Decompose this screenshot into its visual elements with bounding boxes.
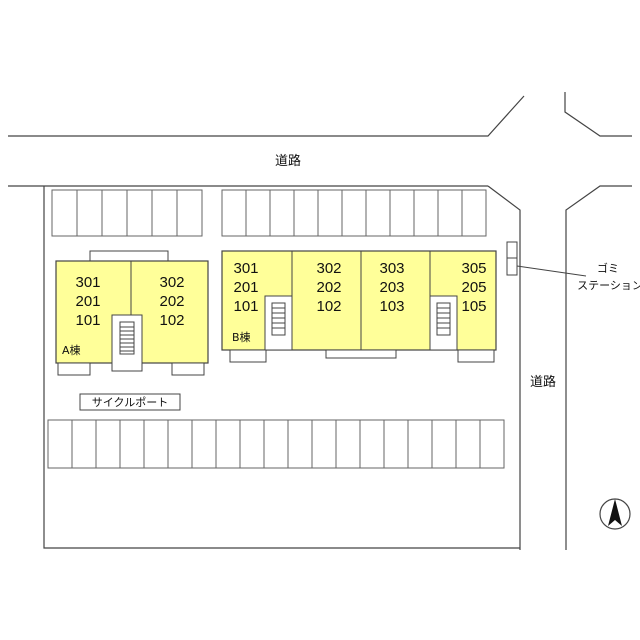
stairs-icon [436, 302, 451, 336]
parking-space [413, 189, 439, 237]
b-unit-201: 201 [233, 279, 258, 296]
parking-space [311, 419, 337, 469]
parking-space [293, 189, 319, 237]
site-boundary [43, 186, 520, 549]
parking-space [221, 189, 247, 237]
cycle-port: サイクルポート [79, 393, 181, 411]
b-unit-305: 305 [461, 260, 486, 277]
parking-space [101, 189, 128, 237]
b-unit-202: 202 [316, 279, 341, 296]
a-unit-202: 202 [159, 293, 184, 310]
building-b-balcony [325, 349, 397, 359]
a-unit-302: 302 [159, 274, 184, 291]
top-road [8, 92, 632, 550]
garbage-station: ゴミ ステーション [506, 241, 640, 292]
parking-space [191, 419, 217, 469]
stairs-icon [119, 321, 135, 355]
parking-space [167, 419, 193, 469]
parking-space [383, 419, 409, 469]
road-label-right: 道路 [530, 374, 556, 390]
b-unit-203: 203 [379, 279, 404, 296]
parking-space [95, 419, 121, 469]
road-label-top: 道路 [275, 153, 301, 169]
parking-space [389, 189, 415, 237]
parking-row-bottom [47, 419, 505, 469]
parking-row-top [51, 189, 487, 237]
parking-space [341, 189, 367, 237]
parking-space [317, 189, 343, 237]
b-unit-301: 301 [233, 260, 258, 277]
b-unit-303: 303 [379, 260, 404, 277]
building-a-balcony [89, 250, 169, 262]
parking-space [263, 419, 289, 469]
building-b-label: B棟 [232, 330, 251, 344]
parking-space [119, 419, 145, 469]
building-a-porch-right [171, 362, 205, 376]
parking-space [359, 419, 385, 469]
stairs-icon [271, 302, 286, 336]
parking-space [479, 419, 505, 469]
parking-space [215, 419, 241, 469]
parking-space [239, 419, 265, 469]
b-unit-105: 105 [461, 298, 486, 315]
parking-space [407, 419, 433, 469]
parking-space [76, 189, 103, 237]
parking-space [431, 419, 457, 469]
parking-space [437, 189, 463, 237]
building-a: 301 201 101 302 202 102 A棟 [55, 250, 209, 376]
parking-space [143, 419, 169, 469]
parking-space [51, 189, 78, 237]
parking-space [287, 419, 313, 469]
parking-space [269, 189, 295, 237]
b-unit-302: 302 [316, 260, 341, 277]
garbage-station-label-line1: ゴミ [597, 261, 619, 275]
a-unit-201: 201 [75, 293, 100, 310]
b-unit-101: 101 [233, 298, 258, 315]
a-unit-102: 102 [159, 312, 184, 329]
parking-space [47, 419, 73, 469]
building-b-porch [229, 349, 267, 363]
building-a-porch-left [57, 362, 91, 376]
building-b: 301 201 101 302 202 102 303 203 103 305 … [221, 250, 497, 363]
b-unit-103: 103 [379, 298, 404, 315]
parking-space [245, 189, 271, 237]
b-unit-102: 102 [316, 298, 341, 315]
building-b-porch [457, 349, 495, 363]
building-a-label: A棟 [62, 343, 81, 357]
parking-space [151, 189, 178, 237]
parking-space [71, 419, 97, 469]
a-unit-101: 101 [75, 312, 100, 329]
parking-space [126, 189, 153, 237]
a-unit-301: 301 [75, 274, 100, 291]
parking-space [455, 419, 481, 469]
parking-space [461, 189, 487, 237]
cycle-port-label: サイクルポート [92, 396, 168, 409]
b-unit-205: 205 [461, 279, 486, 296]
parking-space [335, 419, 361, 469]
garbage-station-label-line2: ステーション [577, 279, 640, 292]
parking-space [176, 189, 203, 237]
parking-space [365, 189, 391, 237]
north-arrow-icon [599, 498, 631, 530]
